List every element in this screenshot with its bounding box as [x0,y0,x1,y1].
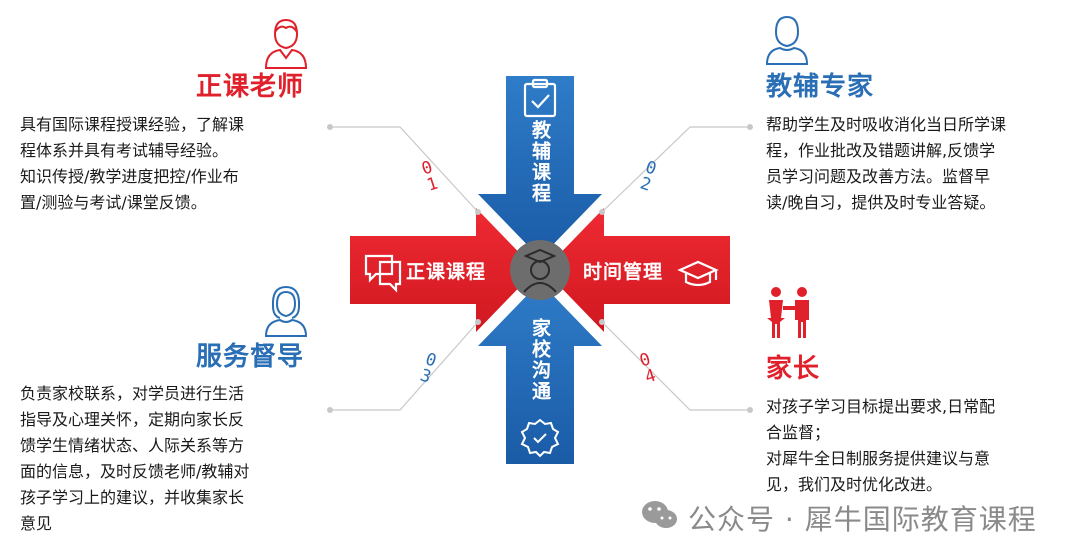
graduation-cap-icon [677,260,719,287]
service-line: 负责家校联系，对学员进行生活 [20,384,245,403]
four-arrows-diagram [350,76,730,464]
bottom-arrow [478,282,602,464]
parent-line: 见，我们及时优化改进。 [766,475,943,494]
right-arrow-label: 时间管理 [583,261,664,283]
tutor-line: 读/晚自习，提供及时专业答疑。 [766,193,996,212]
tutor-line: 帮助学生及时吸收消化当日所学课 [766,115,1007,134]
service-description: 负责家校联系，对学员进行生活 指导及心理关怀，定期向家长反 馈学生情绪状态、人际… [20,381,330,537]
chat-bubbles-icon [364,254,402,293]
wechat-icon [642,501,677,528]
teacher-line: 具有国际课程授课经验，了解课 [20,115,245,134]
watermark-text: 公众号 · 犀牛国际教育课程 [688,503,1037,536]
parent-line: 对犀牛全日制服务提供建议与意 [766,449,991,468]
left-arrow [350,208,536,332]
right-arrow [544,208,730,332]
service-line: 面的信息，及时反馈老师/教辅对 [20,462,250,481]
teacher-description: 具有国际课程授课经验，了解课 程体系并具有考试辅导经验。 知识传授/教学进度把控… [20,112,330,216]
teacher-person-icon [264,18,308,69]
parent-line: 对孩子学习目标提出要求,日常配 [766,397,996,416]
top-arrow-label: 教辅课程 [529,120,551,204]
service-line: 馈学生情绪状态、人际关系等方 [20,436,245,455]
student-avatar-icon [523,248,557,293]
service-line: 孩子学习上的建议，并收集家长 [20,488,245,507]
teacher-line: 置/测验与考试/课堂反馈。 [20,193,207,212]
service-title: 服务督导 [196,342,305,372]
tutor-title: 教辅专家 [766,72,875,102]
parent-line: 合监督； [766,423,831,442]
service-person-icon [264,285,308,337]
tutor-line: 员学习问题及改善方法。监督早 [766,167,991,186]
center-circle [510,240,570,300]
tutor-person-icon [765,15,809,65]
teacher-line: 程体系并具有考试辅导经验。 [20,141,229,160]
parent-description: 对孩子学习目标提出要求,日常配 合监督； 对犀牛全日制服务提供建议与意 见，我们… [766,394,1076,498]
badge-icon [520,418,560,458]
clipboard-check-icon [523,78,557,118]
teacher-line: 知识传授/教学进度把控/作业布 [20,167,239,186]
top-arrow [478,76,602,258]
parents-icon [767,287,809,338]
tutor-description: 帮助学生及时吸收消化当日所学课 程，作业批改及错题讲解,反馈学 员学习问题及改善… [766,112,1076,216]
service-line: 意见 [20,514,53,533]
left-arrow-label: 正课课程 [406,261,487,283]
parent-title: 家长 [766,354,821,384]
bottom-arrow-label: 家校沟通 [529,318,551,402]
tutor-line: 程，作业批改及错题讲解,反馈学 [766,141,996,160]
teacher-title: 正课老师 [196,72,305,102]
service-line: 指导及心理关怀，定期向家长反 [20,410,245,429]
